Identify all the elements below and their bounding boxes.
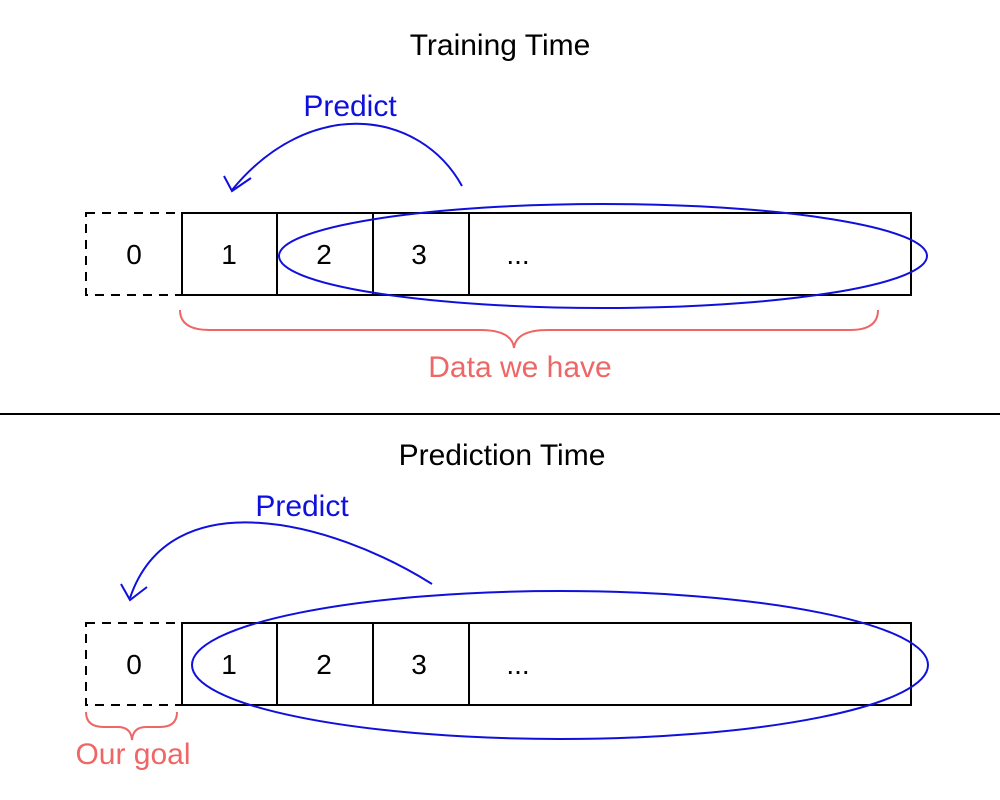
prediction-arrowhead-icon	[120, 583, 148, 602]
training-predict-label: Predict	[303, 90, 397, 123]
prediction-section: Prediction Time Predict 0 1 2 3 ... Our …	[75, 439, 929, 771]
training-predict-arrow	[231, 122, 463, 191]
training-title: Training Time	[410, 29, 591, 62]
training-cell-label-ellipsis: ...	[506, 239, 529, 270]
training-cell-label-2: 2	[316, 239, 332, 270]
prediction-cell-label-ellipsis: ...	[506, 649, 529, 680]
prediction-cell-label-1: 1	[221, 649, 237, 680]
training-cell-label-3: 3	[411, 239, 427, 270]
training-brace-label: Data we have	[428, 351, 611, 384]
prediction-cell-label-0: 0	[126, 649, 142, 680]
prediction-predict-arrow	[129, 521, 433, 599]
training-section: Training Time Predict 0 1 2 3 ... Data w…	[85, 29, 928, 384]
training-cell-label-1: 1	[221, 239, 237, 270]
prediction-input-ellipse	[191, 590, 929, 740]
prediction-cell-label-2: 2	[316, 649, 332, 680]
training-cell-strip	[181, 212, 912, 296]
training-arrowhead-icon	[223, 175, 252, 193]
prediction-cell-strip	[181, 622, 912, 706]
prediction-predict-label: Predict	[255, 490, 349, 523]
training-cell-label-0: 0	[126, 239, 142, 270]
prediction-brace-label: Our goal	[75, 738, 190, 771]
training-brace	[179, 309, 879, 349]
prediction-title: Prediction Time	[399, 439, 606, 472]
prediction-brace	[85, 711, 178, 741]
training-input-ellipse	[278, 203, 928, 309]
prediction-cell-label-3: 3	[411, 649, 427, 680]
